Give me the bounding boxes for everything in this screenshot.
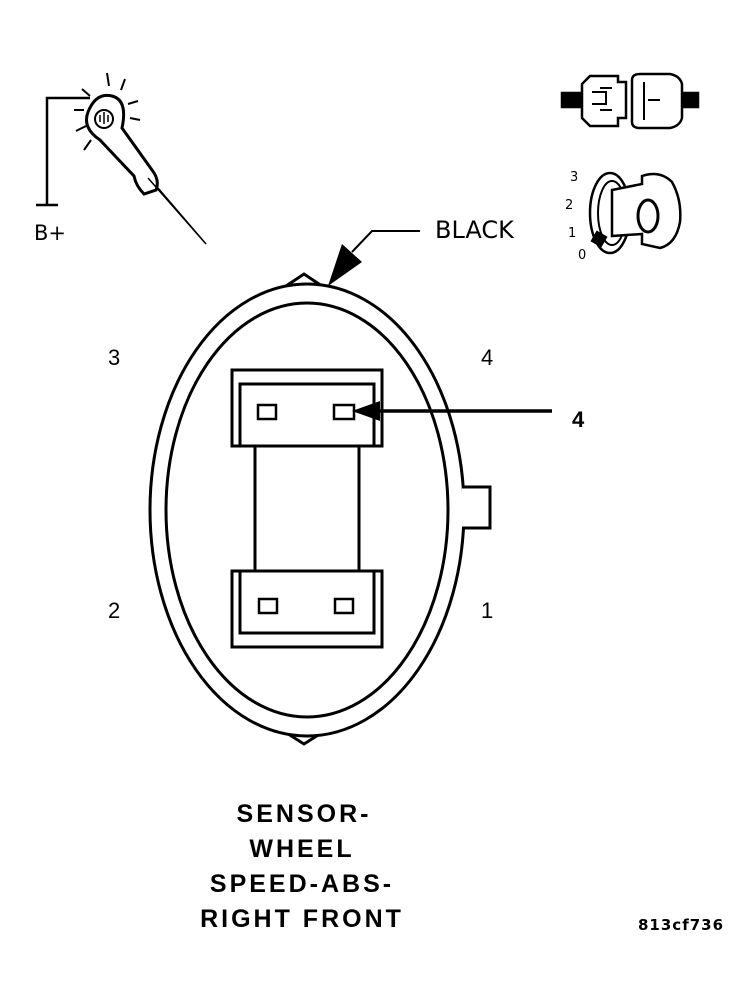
- ignition-key-icon: [588, 171, 682, 255]
- title-line-2: WHEEL: [249, 835, 354, 863]
- title-line-4: RIGHT FRONT: [200, 905, 404, 933]
- cavity-1: [333, 597, 355, 615]
- pin-number-3: 3: [108, 345, 120, 370]
- pin-number-1: 1: [481, 598, 493, 623]
- cavity-2: [257, 597, 279, 615]
- component-title: SENSOR- WHEEL SPEED-ABS- RIGHT FRONT: [200, 800, 404, 933]
- ignition-position-0: 0: [578, 248, 586, 263]
- connector-body: [148, 272, 492, 746]
- callout-number: 4: [572, 407, 585, 432]
- title-line-3: SPEED-ABS-: [210, 870, 394, 898]
- cavity-3: [256, 403, 278, 421]
- battery-positive-label: B+: [34, 221, 66, 245]
- pin-number-4: 4: [481, 345, 493, 370]
- callout-arrow: [352, 401, 552, 421]
- ignition-position-3: 3: [570, 170, 578, 185]
- ignition-position-1: 1: [568, 226, 576, 241]
- connector-icon: [560, 72, 700, 130]
- color-callout-leader: [328, 230, 420, 286]
- title-line-1: SENSOR-: [237, 800, 372, 828]
- cavity-4: [332, 403, 356, 421]
- connector-color-label: BLACK: [435, 216, 515, 244]
- pin-number-2: 2: [108, 598, 120, 623]
- figure-id: 813cf736: [638, 916, 724, 934]
- ignition-position-2: 2: [565, 198, 573, 213]
- test-light-icon: [36, 72, 207, 245]
